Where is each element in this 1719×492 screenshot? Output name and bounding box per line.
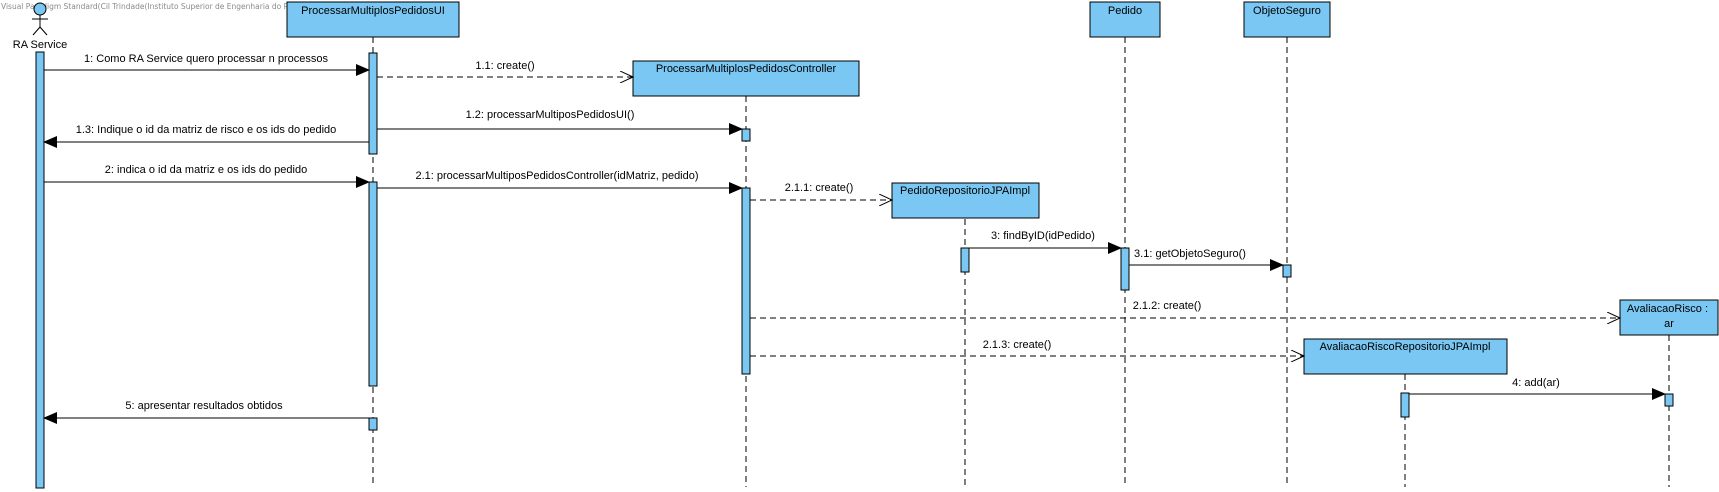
svg-text:4: add(ar): 4: add(ar) xyxy=(1512,377,1560,389)
lifeline-label-ui: ProcessarMultiplosPedidosUI xyxy=(301,5,445,17)
message-1-3[interactable]: 1.3: Indique o id da matriz de risco e o… xyxy=(43,124,369,148)
message-4[interactable]: 4: add(ar) xyxy=(1409,377,1666,400)
svg-text:2.1: processarMultiposPedidosC: 2.1: processarMultiposPedidosController(… xyxy=(415,170,698,182)
lifeline-box-avaliacao-repositorio[interactable]: AvaliacaoRiscoRepositorioJPAImpl xyxy=(1303,338,1508,375)
lifeline-box-pedido[interactable]: Pedido xyxy=(1089,1,1161,38)
svg-text:1.1: create(): 1.1: create() xyxy=(475,60,534,72)
lifeline-label-pedido-repositorio: PedidoRepositorioJPAImpl xyxy=(900,185,1030,197)
activation-ui-1 xyxy=(368,52,378,155)
lifeline-label-objeto-seguro: ObjetoSeguro xyxy=(1253,5,1321,17)
lifeline-box-objeto-seguro[interactable]: ObjetoSeguro xyxy=(1243,1,1331,38)
watermark: Visual Paradigm Standard(Cil Trindade(In… xyxy=(1,2,309,11)
message-3[interactable]: 3: findByID(idPedido) xyxy=(969,230,1122,254)
actor-name: RA Service xyxy=(13,39,67,51)
activation-pedido-repositorio xyxy=(960,247,970,273)
message-3-1[interactable]: 3.1: getObjetoSeguro() xyxy=(1129,248,1284,271)
activation-actor xyxy=(35,51,45,489)
svg-text:2.1.2: create(): 2.1.2: create() xyxy=(1133,300,1201,312)
svg-text:1.3: Indique o id da matriz de: 1.3: Indique o id da matriz de risco e o… xyxy=(76,124,337,136)
activation-controller-1 xyxy=(741,128,751,142)
messages: 1: Como RA Service quero processar n pro… xyxy=(43,53,1666,424)
actor-ra-service[interactable]: RA Service xyxy=(13,2,67,51)
lifelines xyxy=(372,37,1670,487)
lifeline-label-avaliacao-repositorio: AvaliacaoRiscoRepositorioJPAImpl xyxy=(1320,341,1491,353)
message-2-1-2[interactable]: 2.1.2: create() xyxy=(750,300,1620,318)
message-1-2[interactable]: 1.2: processarMultiposPedidosUI() xyxy=(377,109,743,135)
message-2-1-1[interactable]: 2.1.1: create() xyxy=(750,182,892,200)
message-1[interactable]: 1: Como RA Service quero processar n pro… xyxy=(44,53,370,76)
message-1-1[interactable]: 1.1: create() xyxy=(377,60,633,77)
lifeline-box-ui[interactable]: ProcessarMultiplosPedidosUI xyxy=(286,1,460,38)
svg-text:1: Como RA Service quero proce: 1: Como RA Service quero processar n pro… xyxy=(84,53,328,65)
lifeline-label-controller: ProcessarMultiplosPedidosController xyxy=(656,63,837,75)
lifeline-label-pedido: Pedido xyxy=(1108,5,1142,17)
lifeline-label-avaliacao-risco: AvaliacaoRisco : ar xyxy=(1627,303,1711,330)
svg-text:2: indica o id da matriz e os: 2: indica o id da matriz e os ids do ped… xyxy=(105,164,307,176)
activation-ui-3 xyxy=(368,417,378,431)
message-2-1[interactable]: 2.1: processarMultiposPedidosController(… xyxy=(377,170,743,194)
activations xyxy=(35,51,1674,489)
message-5[interactable]: 5: apresentar resultados obtidos xyxy=(43,400,369,424)
message-2-1-3[interactable]: 2.1.3: create() xyxy=(750,339,1304,356)
svg-text:3: findByID(idPedido): 3: findByID(idPedido) xyxy=(991,230,1095,242)
activation-avaliacao-repositorio xyxy=(1400,392,1410,418)
lifeline-box-pedido-repositorio[interactable]: PedidoRepositorioJPAImpl xyxy=(891,182,1040,219)
activation-controller-2 xyxy=(741,187,751,375)
activation-objeto-seguro xyxy=(1282,264,1292,278)
lifeline-box-avaliacao-risco[interactable]: AvaliacaoRisco : ar xyxy=(1619,299,1719,336)
activation-pedido xyxy=(1120,247,1130,291)
activation-avaliacao-risco xyxy=(1664,393,1674,407)
svg-text:2.1.1: create(): 2.1.1: create() xyxy=(785,182,853,194)
actor-head xyxy=(33,2,47,16)
svg-text:5: apresentar resultados obtid: 5: apresentar resultados obtidos xyxy=(125,400,283,412)
message-2[interactable]: 2: indica o id da matriz e os ids do ped… xyxy=(44,164,370,188)
lifeline-box-controller[interactable]: ProcessarMultiplosPedidosController xyxy=(632,60,860,97)
svg-text:1.2: processarMultiposPedidosU: 1.2: processarMultiposPedidosUI() xyxy=(466,109,635,121)
activation-ui-2 xyxy=(368,181,378,387)
svg-text:3.1: getObjetoSeguro(): 3.1: getObjetoSeguro() xyxy=(1134,248,1246,260)
svg-text:2.1.3: create(): 2.1.3: create() xyxy=(983,339,1051,351)
